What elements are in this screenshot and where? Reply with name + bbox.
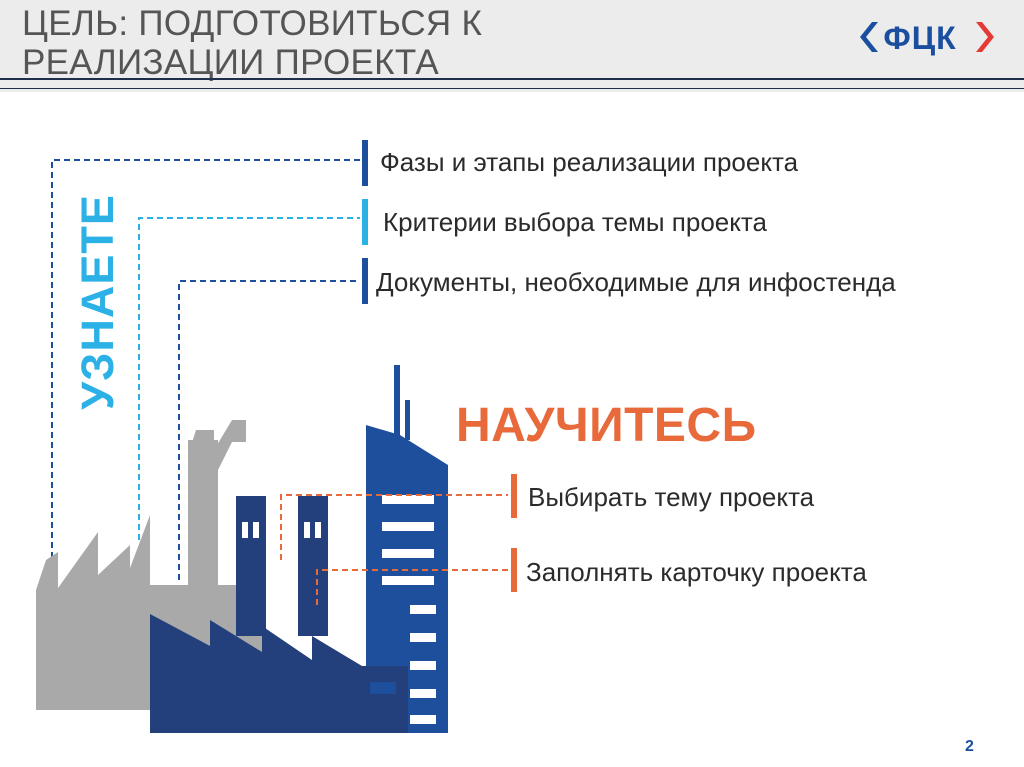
header-divider-thick	[0, 78, 1024, 80]
navy-factory	[150, 614, 408, 733]
bullet-bar-skill-2	[511, 548, 517, 592]
skill-item-2: Заполнять карточку проекта	[526, 557, 867, 587]
logo-left-chevron	[860, 22, 878, 52]
skyscraper-windows	[382, 495, 436, 724]
page-title-line-1: ЦЕЛЬ: ПОДГОТОВИТЬСЯ К	[22, 4, 483, 43]
navy-chimney-left	[236, 496, 266, 636]
header-divider-thin	[0, 88, 1024, 89]
leader-line-skill-1	[280, 494, 508, 560]
learn-item-2: Критерии выбора темы проекта	[383, 207, 767, 237]
skills-heading: НАУЧИТЕСЬ	[456, 399, 757, 452]
skyscraper-antenna-2	[405, 400, 410, 440]
bullet-bar-skill-1	[511, 474, 517, 518]
factory-door	[370, 682, 396, 694]
bullet-bar-learn-2	[362, 199, 368, 245]
leader-line-learn-1	[51, 159, 360, 558]
bullet-bar-learn-1	[362, 140, 368, 186]
leader-line-skill-2	[316, 569, 508, 605]
navy-chimney-right	[298, 496, 328, 636]
skyscraper-antenna-1	[394, 365, 400, 435]
logo-right-chevron	[976, 22, 994, 52]
page-title: ЦЕЛЬ: ПОДГОТОВИТЬСЯ К РЕАЛИЗАЦИИ ПРОЕКТА	[22, 4, 482, 82]
bullet-bar-learn-3	[362, 258, 368, 304]
logo-text: ФЦК	[883, 20, 956, 56]
learn-heading: УЗНАЕТЕ	[72, 194, 123, 410]
gray-chimney	[188, 440, 218, 590]
page-number: 2	[965, 738, 974, 755]
navy-chimney-windows	[242, 522, 321, 538]
fck-logo: ФЦК	[860, 20, 994, 56]
learn-item-3: Документы, необходимые для инфостенда	[376, 267, 896, 297]
leader-line-learn-2	[138, 217, 360, 540]
page-title-line-2: РЕАЛИЗАЦИИ ПРОЕКТА	[22, 43, 439, 82]
header-bar: ЦЕЛЬ: ПОДГОТОВИТЬСЯ К РЕАЛИЗАЦИИ ПРОЕКТА…	[0, 0, 1024, 92]
learn-item-1: Фазы и этапы реализации проекта	[380, 147, 799, 177]
skill-item-1: Выбирать тему проекта	[528, 482, 815, 512]
